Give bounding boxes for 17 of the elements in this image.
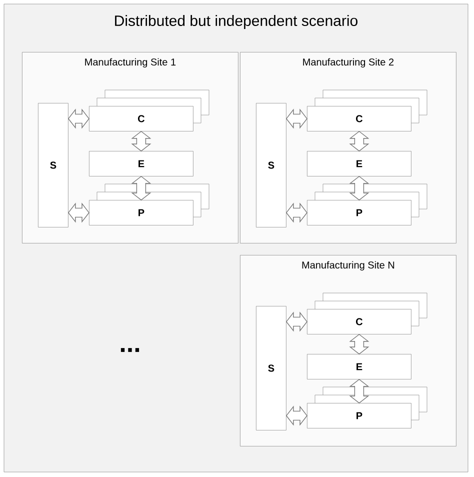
stacked-boxes: P	[307, 184, 428, 226]
component-box: E	[89, 151, 194, 176]
stacked-boxes: P	[307, 386, 428, 428]
node-label: P	[356, 209, 362, 216]
component-box: S	[256, 103, 286, 228]
title: Distributed but independent scenario	[115, 15, 358, 29]
component-box: S	[256, 306, 286, 430]
component-box: S	[38, 103, 68, 228]
ellipsis: ...	[120, 348, 140, 352]
node-label: P	[356, 412, 362, 420]
component-box: E	[307, 151, 412, 176]
component-box: E	[307, 354, 412, 380]
stacked-boxes: P	[89, 184, 210, 226]
node-label: C	[356, 318, 363, 326]
stacked-boxes: C	[89, 90, 210, 132]
stacked-boxes: C	[307, 90, 428, 132]
stacked-boxes: C	[307, 292, 428, 334]
